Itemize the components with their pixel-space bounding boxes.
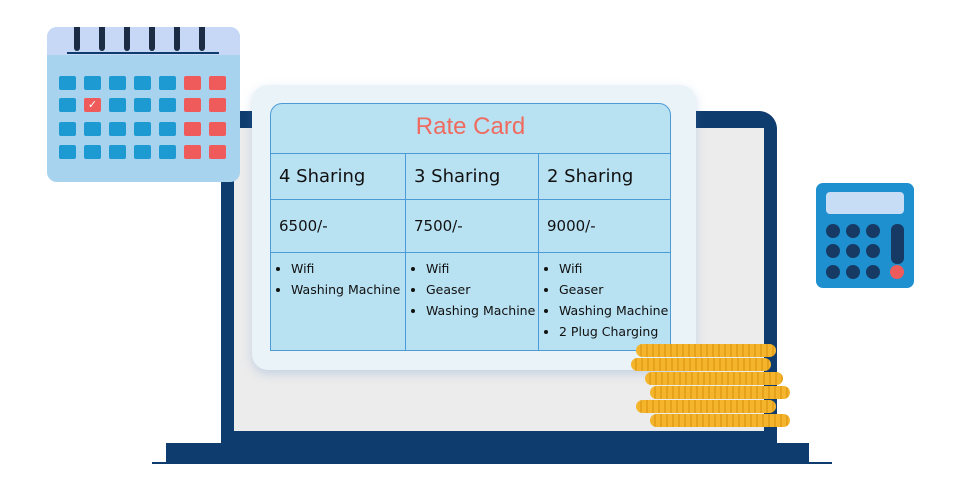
plan-column-2-sharing: 2 Sharing 9000/- Wifi Geaser Washing Mac… [538, 154, 670, 350]
calculator-key [846, 244, 860, 258]
plan-features: Wifi Geaser Washing Machine 2 Plug Charg… [539, 253, 670, 339]
calendar-day [184, 76, 201, 90]
coin [645, 372, 783, 385]
calculator-key [846, 224, 860, 238]
calculator-key [846, 265, 860, 279]
calendar-day [59, 98, 76, 112]
calendar-day [159, 76, 176, 90]
feature-item: 2 Plug Charging [559, 324, 670, 339]
coin [631, 358, 771, 371]
calendar-day [84, 76, 101, 90]
calculator-key [826, 265, 840, 279]
feature-item: Washing Machine [559, 303, 670, 318]
plan-name: 3 Sharing [406, 154, 538, 200]
calendar-day [84, 145, 101, 159]
feature-item: Wifi [426, 261, 538, 276]
plan-price: 9000/- [539, 200, 670, 253]
coin [650, 414, 790, 427]
rate-card-title: Rate Card [271, 104, 670, 154]
calculator-key [826, 224, 840, 238]
plan-features: Wifi Washing Machine [271, 253, 405, 297]
calendar-day [209, 145, 226, 159]
calendar-day [184, 145, 201, 159]
calendar-day [134, 145, 151, 159]
coin [650, 386, 790, 399]
feature-item: Wifi [559, 261, 670, 276]
laptop-base [166, 443, 809, 463]
calendar-day [184, 98, 201, 112]
calendar-day [184, 122, 201, 136]
laptop-ground-line [152, 462, 832, 464]
plan-price: 6500/- [271, 200, 405, 253]
coin [636, 344, 776, 357]
calendar-day [109, 76, 126, 90]
calendar-ring [149, 27, 155, 51]
calendar-day [159, 98, 176, 112]
calendar-day [59, 145, 76, 159]
plan-name: 4 Sharing [271, 154, 405, 200]
calendar-day [59, 76, 76, 90]
plan-features: Wifi Geaser Washing Machine [406, 253, 538, 318]
calendar-day [209, 76, 226, 90]
calculator-key [866, 265, 880, 279]
calendar-ring [174, 27, 180, 51]
calendar-day [134, 98, 151, 112]
calculator-icon [816, 183, 914, 288]
calculator-equals-key [891, 224, 904, 264]
plan-price: 7500/- [406, 200, 538, 253]
plan-column-4-sharing: 4 Sharing 6500/- Wifi Washing Machine [271, 154, 405, 350]
calendar-day [134, 122, 151, 136]
feature-item: Washing Machine [291, 282, 405, 297]
calendar-day [159, 122, 176, 136]
calendar-day [134, 76, 151, 90]
calendar-ring [124, 27, 130, 51]
rate-card: Rate Card 4 Sharing 6500/- Wifi Washing … [270, 103, 671, 351]
calculator-key [890, 265, 904, 279]
calendar-day [109, 98, 126, 112]
calendar-day [159, 145, 176, 159]
plan-name: 2 Sharing [539, 154, 670, 200]
calendar-ring [74, 27, 80, 51]
plan-column-3-sharing: 3 Sharing 7500/- Wifi Geaser Washing Mac… [405, 154, 538, 350]
calculator-key [826, 244, 840, 258]
calculator-screen [826, 192, 904, 214]
coin [636, 400, 776, 413]
calendar-day [109, 145, 126, 159]
feature-item: Geaser [559, 282, 670, 297]
calendar-day [59, 122, 76, 136]
feature-item: Wifi [291, 261, 405, 276]
calendar-day [109, 122, 126, 136]
calendar-ring [199, 27, 205, 51]
calendar-day [209, 98, 226, 112]
calculator-key [866, 224, 880, 238]
feature-item: Washing Machine [426, 303, 538, 318]
calendar-header-line [67, 52, 219, 54]
calculator-key [866, 244, 880, 258]
calendar-day [84, 122, 101, 136]
calendar-day [209, 122, 226, 136]
calendar-checked-day: ✓ [84, 98, 101, 112]
feature-item: Geaser [426, 282, 538, 297]
calendar-ring [99, 27, 105, 51]
calendar-icon: ✓ [47, 27, 240, 182]
